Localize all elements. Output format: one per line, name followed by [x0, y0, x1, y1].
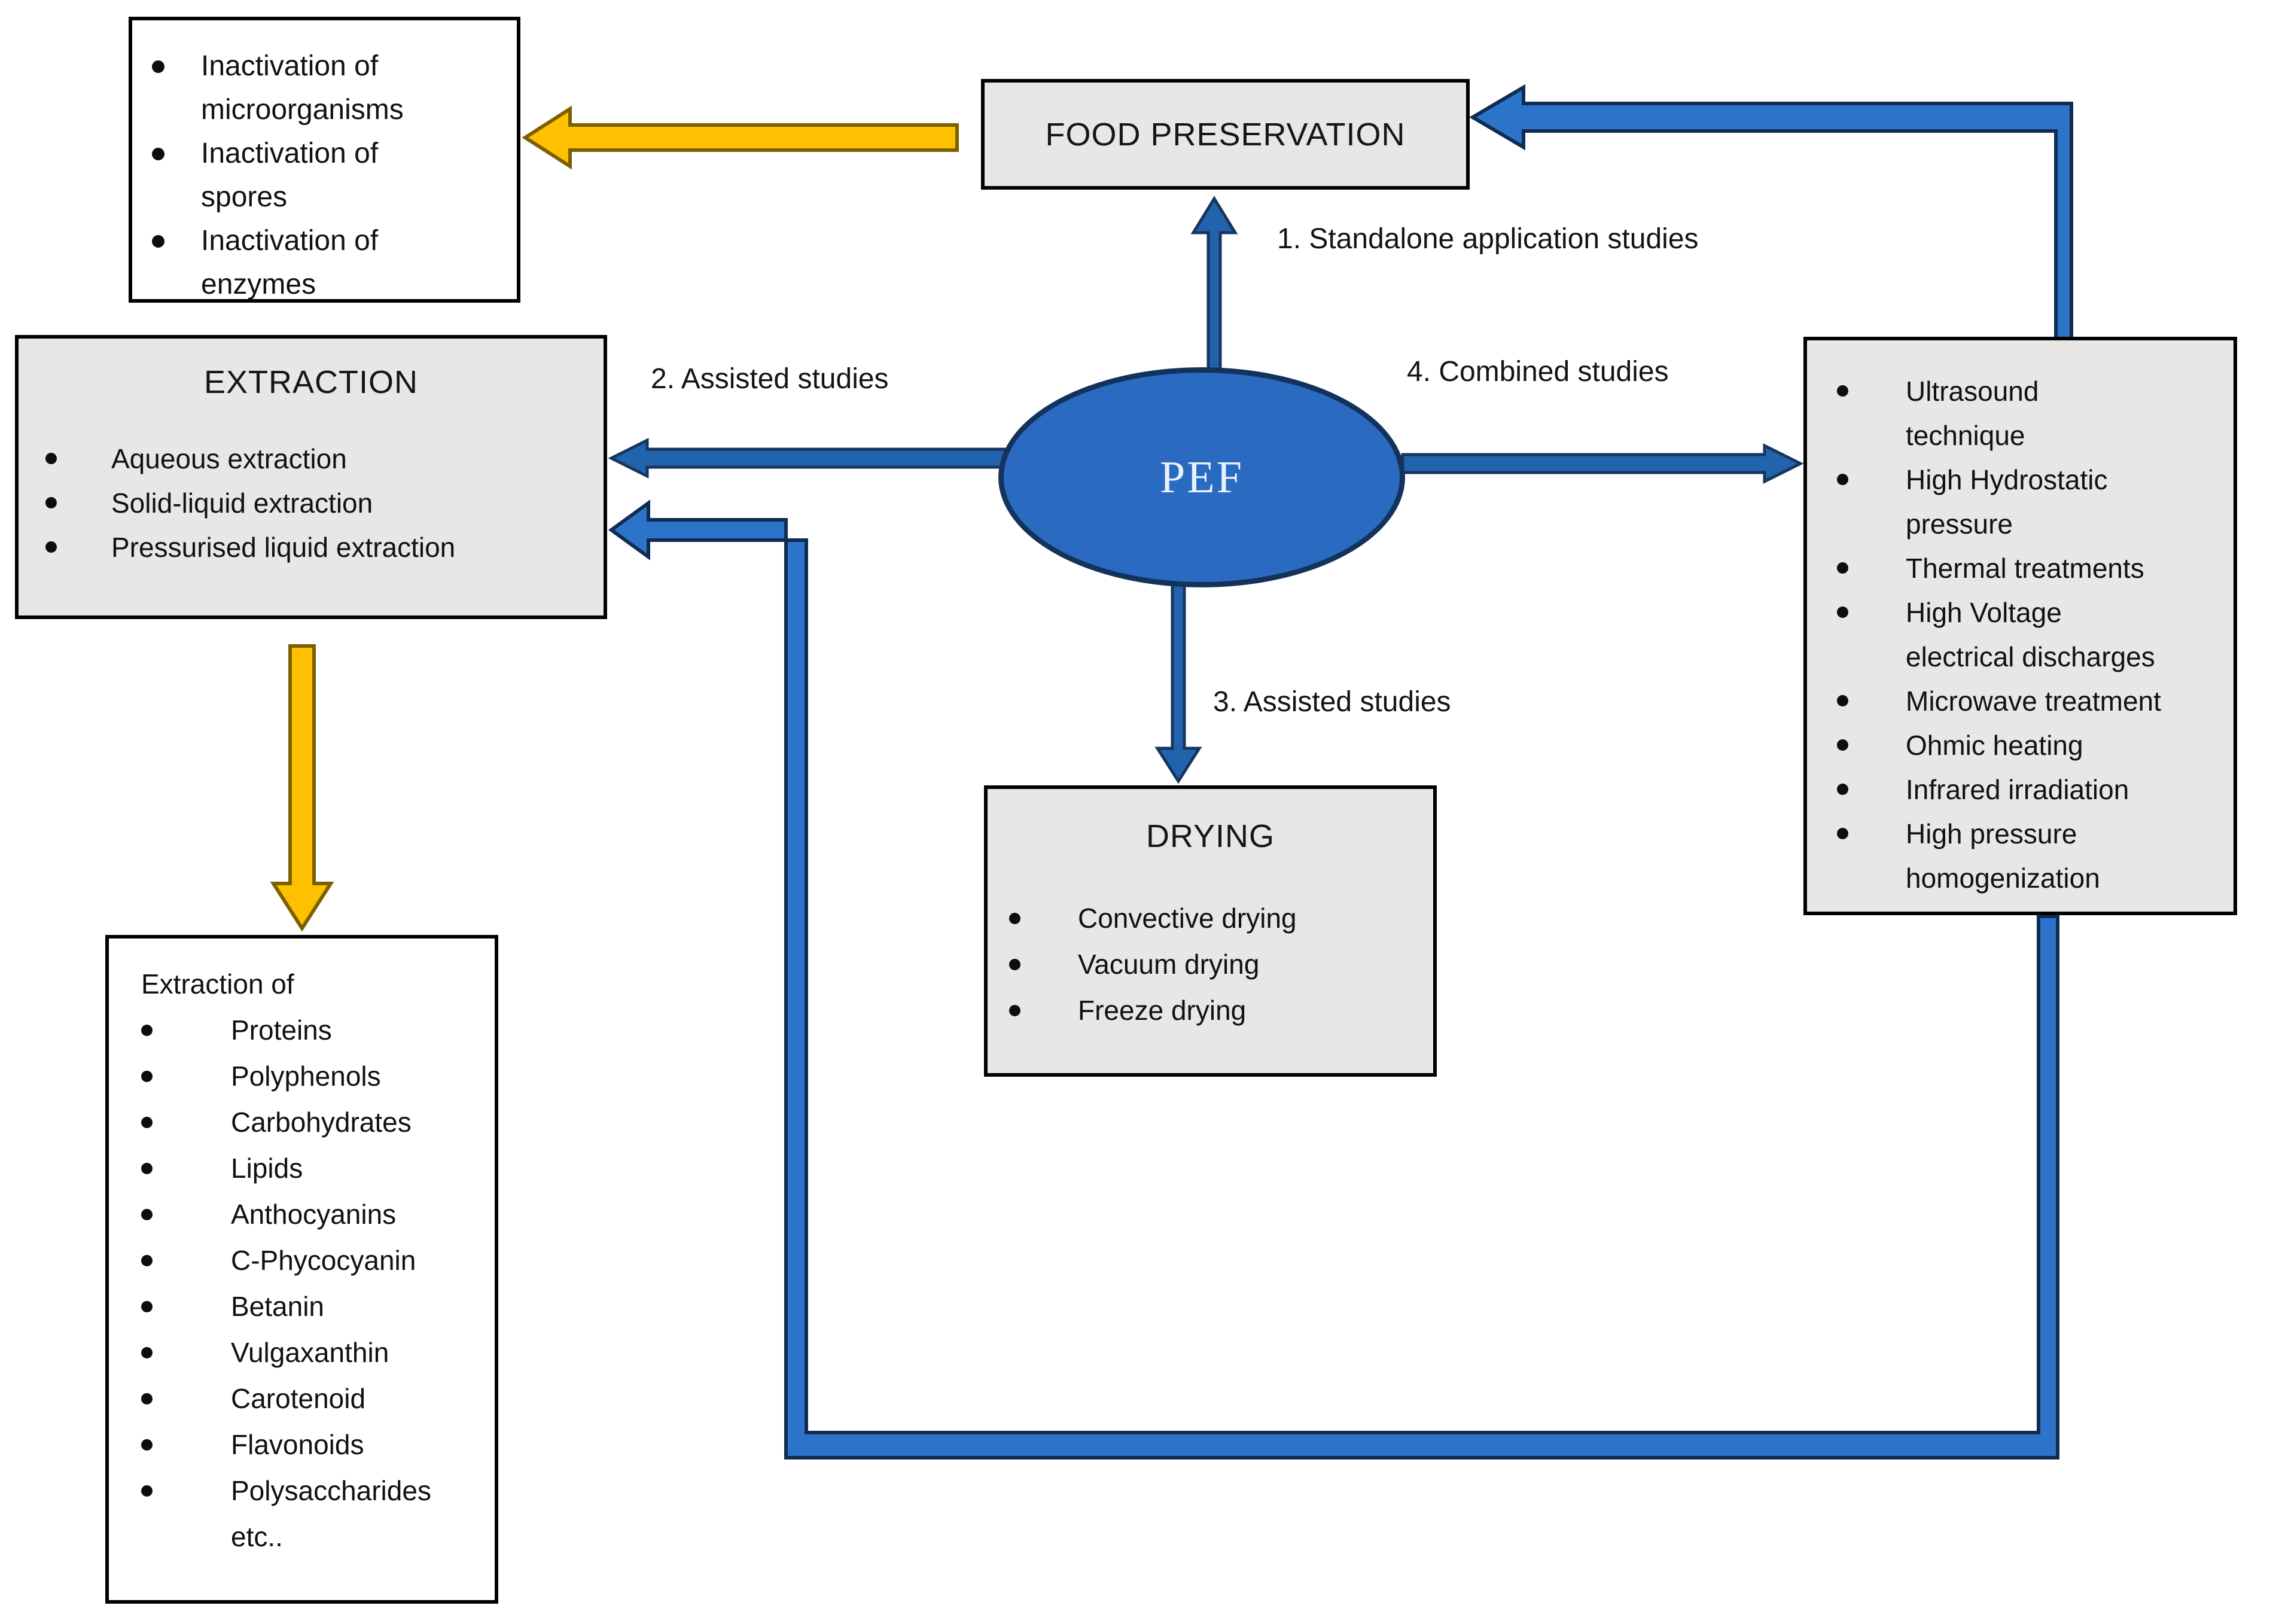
list-item: Ohmic heating	[1837, 723, 2224, 767]
list-item: Vacuum drying	[1009, 942, 1433, 988]
label-combined-studies: 4. Combined studies	[1407, 356, 1669, 388]
list-item: Lipids	[141, 1145, 495, 1192]
list-item: Polyphenols	[141, 1053, 495, 1099]
list-item: High Voltage electrical discharges	[1837, 590, 2224, 679]
list-item: Proteins	[141, 1007, 495, 1053]
list-item: Solid-liquid extraction	[45, 481, 604, 525]
pef-node: PEF	[998, 367, 1405, 587]
arrow-yellow-down-icon	[270, 644, 334, 932]
extraction-products-footer: etc..	[231, 1521, 283, 1552]
arrow-yellow-left-icon	[522, 105, 959, 170]
loop-bottom-arrow-icon	[608, 499, 2059, 1460]
label-assisted-studies-drying: 3. Assisted studies	[1213, 686, 1451, 718]
list-item: Polysaccharides	[141, 1468, 495, 1514]
list-item: Flavonoids	[141, 1422, 495, 1468]
arrow-blue-up-icon	[1190, 196, 1238, 373]
arrow-blue-down-icon	[1154, 578, 1202, 784]
list-item: Inactivation of spores	[152, 132, 502, 219]
list-item: Inactivation of enzymes	[152, 219, 502, 306]
loop-top-arrow-icon	[1469, 84, 2073, 341]
list-item: Pressurised liquid extraction	[45, 525, 604, 569]
list-item: Inactivation of microorganisms	[152, 44, 502, 132]
extraction-products-header: Extraction of	[141, 968, 294, 1000]
list-item: Infrared irradiation	[1837, 767, 2224, 812]
list-item: High pressure homogenization	[1837, 812, 2224, 900]
label-standalone-studies: 1. Standalone application studies	[1277, 223, 1699, 255]
drying-title: DRYING	[1145, 818, 1275, 854]
list-item: Microwave treatment	[1837, 679, 2224, 723]
extraction-title: EXTRACTION	[203, 364, 419, 400]
list-item: C-Phycocyanin	[141, 1238, 495, 1284]
list-item: Vulgaxanthin	[141, 1330, 495, 1376]
list-item: Freeze drying	[1009, 988, 1433, 1034]
list-item: Convective drying	[1009, 895, 1433, 942]
food-preservation-box: FOOD PRESERVATION	[981, 79, 1470, 190]
pef-label: PEF	[1160, 452, 1244, 502]
list-item: Betanin	[141, 1284, 495, 1330]
list-item: Carbohydrates	[141, 1099, 495, 1145]
label-assisted-studies-extraction: 2. Assisted studies	[651, 363, 889, 395]
list-item: Aqueous extraction	[45, 437, 604, 481]
arrow-blue-right-icon	[1401, 443, 1804, 485]
list-item: High Hydrostatic pressure	[1837, 458, 2224, 546]
list-item: Carotenoid	[141, 1376, 495, 1422]
list-item: Thermal treatments	[1837, 546, 2224, 590]
arrow-blue-left-icon	[608, 437, 1007, 479]
food-preservation-title: FOOD PRESERVATION	[1045, 116, 1406, 153]
list-item: Ultrasound technique	[1837, 369, 2224, 458]
list-item: Anthocyanins	[141, 1192, 495, 1238]
